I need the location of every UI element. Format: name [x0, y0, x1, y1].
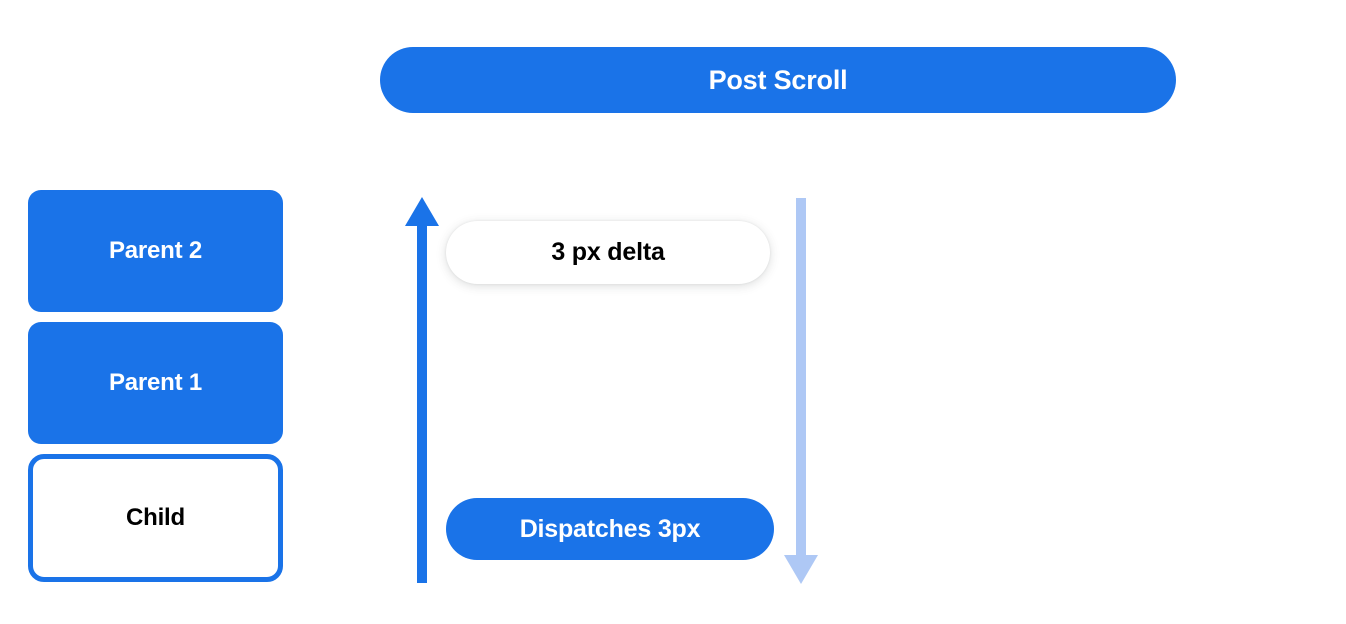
- delta-annotation-pill: 3 px delta: [446, 221, 770, 284]
- node-box-parent-1: Parent 1: [28, 322, 283, 444]
- node-box-child: Child: [28, 454, 283, 582]
- page-title: Post Scroll: [708, 64, 848, 95]
- scroll-up-arrow: [405, 197, 439, 583]
- dispatch-annotation-label: Dispatches 3px: [519, 514, 701, 543]
- node-box-label: Parent 1: [108, 369, 203, 396]
- node-box-label: Child: [126, 504, 185, 531]
- dispatch-down-arrow: [784, 198, 818, 584]
- node-box-parent-2: Parent 2: [28, 190, 283, 312]
- post-scroll-header-pill: Post Scroll: [380, 47, 1176, 113]
- dispatch-annotation-pill: Dispatches 3px: [446, 498, 774, 560]
- node-box-label: Parent 2: [108, 237, 203, 264]
- node-stack: Parent 2 Parent 1 Child: [28, 190, 283, 592]
- delta-annotation-label: 3 px delta: [551, 238, 665, 266]
